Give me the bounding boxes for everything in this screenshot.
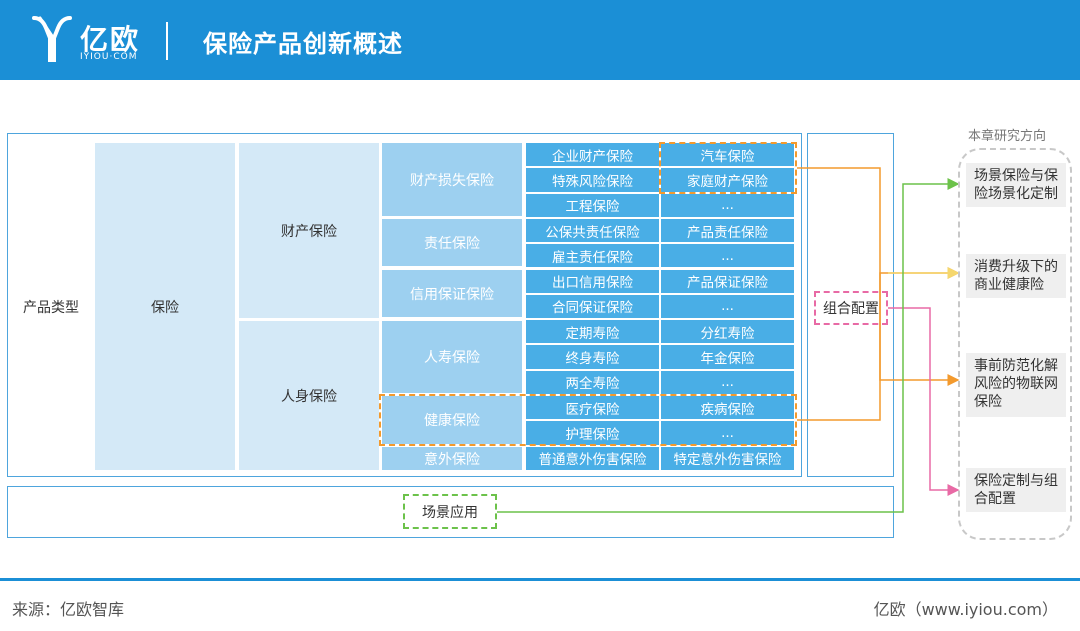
connector-combo (888, 307, 960, 496)
product-cell: 疾病保险 (661, 396, 794, 420)
product-cell: 汽车保险 (661, 143, 794, 167)
direction-health: 消费升级下的商业健康险 (966, 254, 1066, 298)
product-cell: 特定意外伤害保险 (661, 446, 794, 470)
product-cell: 两全寿险 (526, 370, 659, 394)
scenario-box: 场景应用 (403, 494, 497, 529)
category-liability: 责任保险 (382, 219, 522, 266)
product-cell: 雇主责任保险 (526, 244, 659, 268)
product-cell: ... (661, 294, 794, 319)
category-accident: 意外保险 (382, 447, 522, 470)
brand-subtitle: IYIOU·COM (80, 52, 138, 62)
category-health: 健康保险 (382, 396, 522, 444)
product-cell: 家庭财产保险 (661, 168, 794, 192)
direction-iot: 事前防范化解风险的物联网保险 (966, 353, 1066, 417)
highlight-car-home (659, 142, 797, 194)
product-cell: 定期寿险 (526, 320, 659, 344)
personal-insurance-block: 人身保险 (239, 321, 379, 470)
product-cell: 分红寿险 (661, 320, 794, 344)
product-cell: 特殊风险保险 (526, 168, 659, 192)
connector-car-home (797, 167, 960, 386)
product-cell: ... (661, 370, 794, 394)
category-credit: 信用保证保险 (382, 270, 522, 317)
product-cell: 公保共责任保险 (526, 218, 659, 243)
header-bar (0, 0, 1080, 80)
direction-combo: 保险定制与组合配置 (966, 468, 1066, 512)
product-cell: 普通意外伤害保险 (526, 446, 659, 470)
footer-source: 来源：亿欧智库 (12, 600, 125, 619)
direction-scenario: 场景保险与保险场景化定制 (966, 163, 1066, 207)
brand-name: 亿欧 (80, 23, 141, 56)
directions-frame (958, 148, 1072, 540)
product-cell: 出口信用保险 (526, 269, 659, 293)
product-cell: 产品保证保险 (661, 269, 794, 293)
category-life: 人寿保险 (382, 321, 522, 393)
product-cell: 医疗保险 (526, 396, 659, 420)
connector-health (797, 267, 960, 421)
directions-title: 本章研究方向 (968, 129, 1047, 144)
product-type-label: 产品类型 (23, 299, 79, 316)
product-cell: 合同保证保险 (526, 294, 659, 319)
insurance-block: 保险 (95, 143, 235, 470)
product-cell: 企业财产保险 (526, 143, 659, 167)
combo-config-box: 组合配置 (814, 291, 888, 325)
product-cell: ... (661, 244, 794, 268)
page-title: 保险产品创新概述 (203, 30, 403, 58)
product-cell: ... (661, 193, 794, 217)
yiou-logo-icon (32, 16, 72, 62)
highlight-health (379, 394, 797, 446)
product-cell: ... (661, 421, 794, 445)
product-cell: 终身寿险 (526, 345, 659, 369)
product-cell: 产品责任保险 (661, 218, 794, 243)
property-insurance-block: 财产保险 (239, 143, 379, 318)
footer-divider (0, 578, 1080, 581)
header-divider (166, 22, 168, 60)
footer-site: 亿欧（www.iyiou.com） (873, 600, 1058, 619)
connector-scenario (497, 178, 960, 513)
product-cell: 年金保险 (661, 345, 794, 369)
product-cell: 工程保险 (526, 193, 659, 217)
category-property-loss: 财产损失保险 (382, 143, 522, 216)
product-cell: 护理保险 (526, 421, 659, 445)
